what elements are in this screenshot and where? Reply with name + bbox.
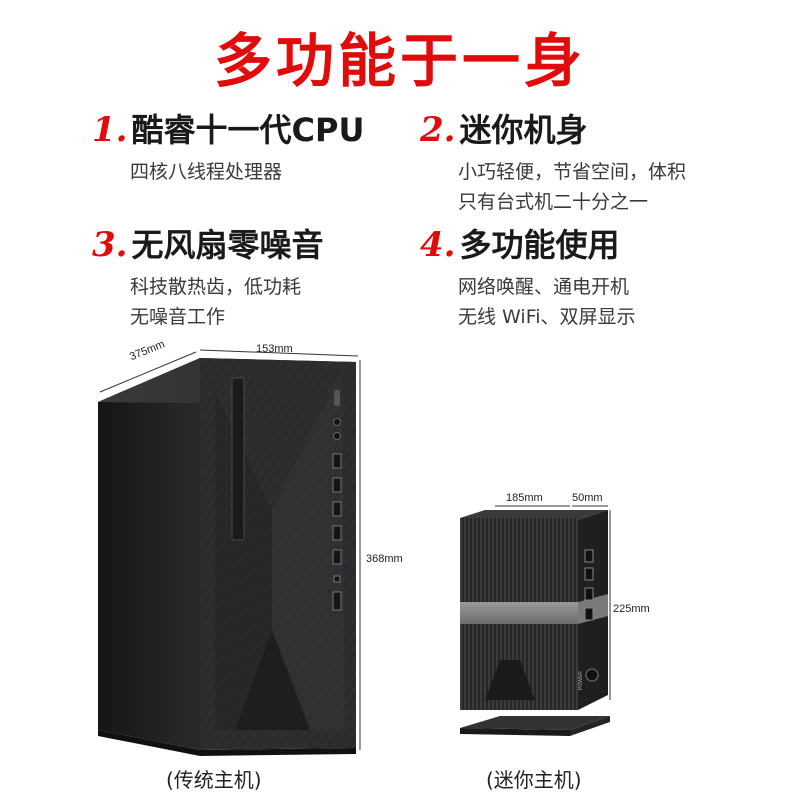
feature-2-line-2: 只有台式机二十分之一 (458, 191, 649, 213)
mini-height-label: 225mm (613, 603, 650, 615)
power-label: POWER (578, 671, 584, 690)
feature-4-line-2: 无线 WiFi、双屏显示 (458, 306, 636, 328)
mini-pc-caption: (迷你主机) (486, 768, 582, 792)
mini-front-ports: POWER (578, 549, 599, 690)
tower-front-ports (332, 390, 342, 611)
feature-2-number: 2. (420, 110, 456, 150)
mini-depth-label: 50mm (572, 492, 603, 504)
traditional-pc-illustration (98, 349, 361, 756)
feature-1-line-1: 四核八线程处理器 (130, 161, 283, 183)
mini-stand (485, 660, 535, 700)
tower-width-dimension (199, 349, 359, 357)
feature-3: 3. 无风扇零噪音 科技散热齿，低功耗 无噪音工作 (92, 220, 324, 332)
feature-1-number: 1. (92, 110, 128, 150)
traditional-pc-caption: (传统主机) (166, 768, 262, 792)
feature-3-line-2: 无噪音工作 (130, 306, 226, 328)
optical-drive-slot (231, 377, 245, 541)
feature-4-number: 4. (420, 225, 456, 265)
feature-3-number: 3. (92, 225, 128, 265)
feature-2: 2. 迷你机身 小巧轻便，节省空间，体积 只有台式机二十分之一 (420, 105, 686, 217)
tower-side-panel (98, 358, 200, 750)
tower-depth-dimension (99, 351, 197, 393)
mini-pc-illustration: POWER (460, 505, 611, 736)
page-title: 多功能于一身 (213, 27, 586, 95)
tower-width-label: 153mm (256, 343, 293, 355)
mini-width-label: 185mm (506, 492, 543, 504)
feature-4: 4. 多功能使用 网络唤醒、通电开机 无线 WiFi、双屏显示 (420, 220, 636, 332)
feature-2-title: 迷你机身 (459, 111, 588, 149)
feature-1-title: 酷睿十一代CPU (131, 111, 365, 149)
feature-3-line-1: 科技散热齿，低功耗 (130, 276, 302, 298)
feature-4-line-1: 网络唤醒、通电开机 (458, 276, 630, 298)
feature-2-line-1: 小巧轻便，节省空间，体积 (458, 161, 687, 183)
feature-1: 1. 酷睿十一代CPU 四核八线程处理器 (92, 105, 364, 187)
tower-height-label: 368mm (366, 553, 403, 565)
power-button-icon (585, 668, 599, 682)
feature-3-title: 无风扇零噪音 (131, 226, 324, 264)
feature-4-title: 多功能使用 (459, 226, 620, 264)
